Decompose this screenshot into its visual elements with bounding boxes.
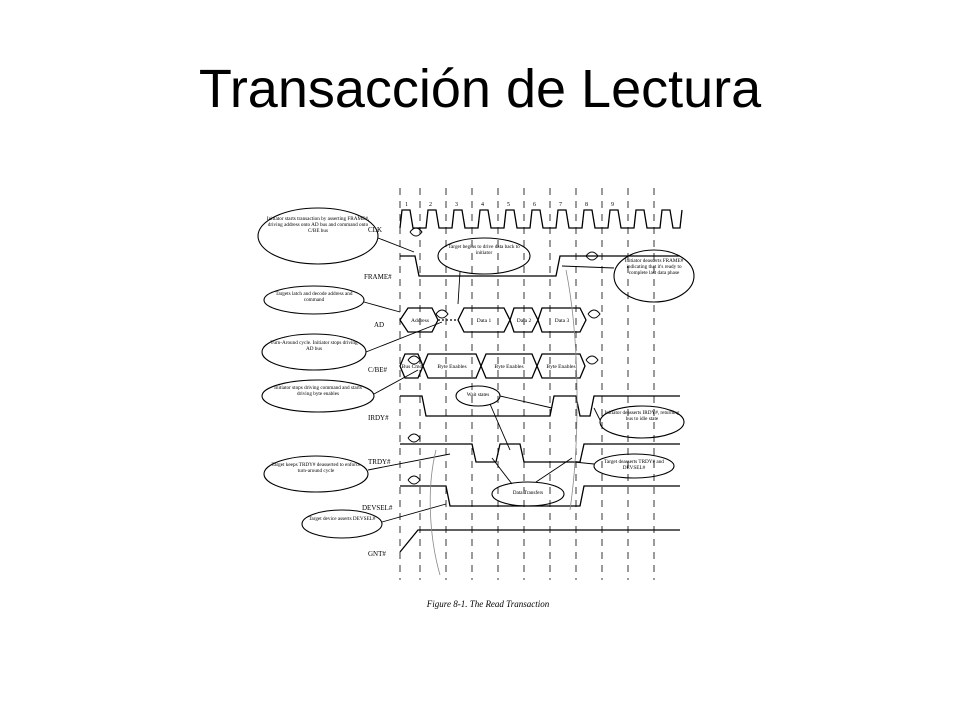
svg-text:7: 7	[559, 202, 562, 208]
signal-label-frame: FRAME#	[364, 273, 392, 281]
gnt-waveform	[399, 529, 680, 553]
callout-bubble-5	[263, 455, 369, 493]
signal-label-devsel: DEVSEL#	[362, 504, 393, 512]
svg-text:1: 1	[405, 202, 408, 208]
callout-text-4: Initiator stops driving command and star…	[274, 385, 362, 397]
svg-text:Byte Enables: Byte Enables	[494, 364, 523, 370]
irdy-waveform	[400, 395, 680, 417]
svg-text:3: 3	[455, 202, 458, 208]
callout-text-9: Data Transfers	[512, 490, 544, 496]
signal-label-ad: AD	[374, 321, 384, 329]
devsel-waveform	[400, 485, 680, 507]
callout-text-11: Initiator deasserts IRDY#, returning bus…	[604, 410, 680, 422]
callout-text-6: Target device asserts DEVSEL#	[308, 516, 376, 522]
callout-bubble-11	[599, 405, 685, 439]
signal-label-trdy: TRDY#	[368, 458, 391, 466]
clock-edge-guides	[399, 188, 655, 580]
callout-text-12: Target deasserts TRDY# and DEVSEL#	[604, 459, 664, 471]
svg-text:9: 9	[611, 202, 614, 208]
callout-bubble-7	[437, 237, 531, 275]
trdy-waveform	[400, 443, 680, 463]
clock-numbers: 1 2 3 4 5 6 7 8 9	[405, 202, 614, 208]
callout-bubble-9	[491, 481, 565, 507]
callout-bubble-2	[263, 285, 365, 315]
turnaround-marks	[407, 227, 601, 485]
svg-text:8: 8	[585, 202, 588, 208]
callout-text-3: Turn-Around cycle. Initiator stops drivi…	[270, 340, 358, 352]
svg-text:6: 6	[533, 202, 536, 208]
svg-text:2: 2	[429, 202, 432, 208]
svg-text:Byte Enables: Byte Enables	[546, 364, 575, 370]
cbe-bus-waveform	[399, 353, 586, 379]
callout-texts: Initiator starts transaction by assertin…	[266, 216, 684, 522]
callout-text-7: Target begins to drive data back to init…	[448, 244, 520, 256]
leader-lines	[363, 237, 615, 523]
figure-caption: Figure 8-1. The Read Transaction	[426, 599, 550, 609]
svg-text:Address: Address	[411, 318, 429, 324]
callout-bubble-6	[301, 509, 383, 539]
callout-bubble-10	[613, 249, 695, 303]
signal-labels: CLK FRAME# AD C/BE# IRDY# TRDY# DEVSEL# …	[362, 226, 393, 558]
signal-label-gnt: GNT#	[368, 550, 386, 558]
callout-text-5: Target keeps TRDY# deasserted to enforce…	[271, 462, 361, 474]
frame-waveform	[400, 255, 680, 277]
bus-phase-labels: Address Data 1 Data 2 Data 3 Bus Cmd Byt…	[402, 318, 576, 370]
callout-text-2: Targets latch and decode address and com…	[275, 291, 353, 303]
svg-text:Data 1: Data 1	[477, 318, 492, 324]
callout-text-10: Initiator deasserts FRAME# indicating th…	[624, 258, 684, 276]
signal-label-cbe: C/BE#	[368, 366, 388, 374]
svg-text:4: 4	[481, 202, 484, 208]
clk-waveform	[399, 209, 683, 229]
svg-text:Data 3: Data 3	[555, 318, 570, 324]
read-transaction-timing-diagram: CLK FRAME# AD C/BE# IRDY# TRDY# DEVSEL# …	[257, 188, 695, 609]
signal-label-irdy: IRDY#	[368, 414, 389, 422]
signal-label-clk: CLK	[368, 226, 382, 234]
svg-text:Bus Cmd: Bus Cmd	[402, 364, 423, 370]
svg-text:5: 5	[507, 202, 510, 208]
callout-text-1: Initiator starts transaction by assertin…	[266, 216, 370, 234]
callout-bubble-1	[257, 207, 379, 265]
callout-text-8: Wait states	[466, 392, 490, 398]
ad-bus-waveform	[399, 307, 587, 333]
svg-text:Data 2: Data 2	[517, 318, 532, 324]
callout-bubble-4	[261, 379, 375, 413]
slide-title: Transacción de Lectura	[198, 59, 762, 119]
svg-text:Byte Enables: Byte Enables	[437, 364, 466, 370]
callout-bubble-12	[593, 453, 675, 479]
